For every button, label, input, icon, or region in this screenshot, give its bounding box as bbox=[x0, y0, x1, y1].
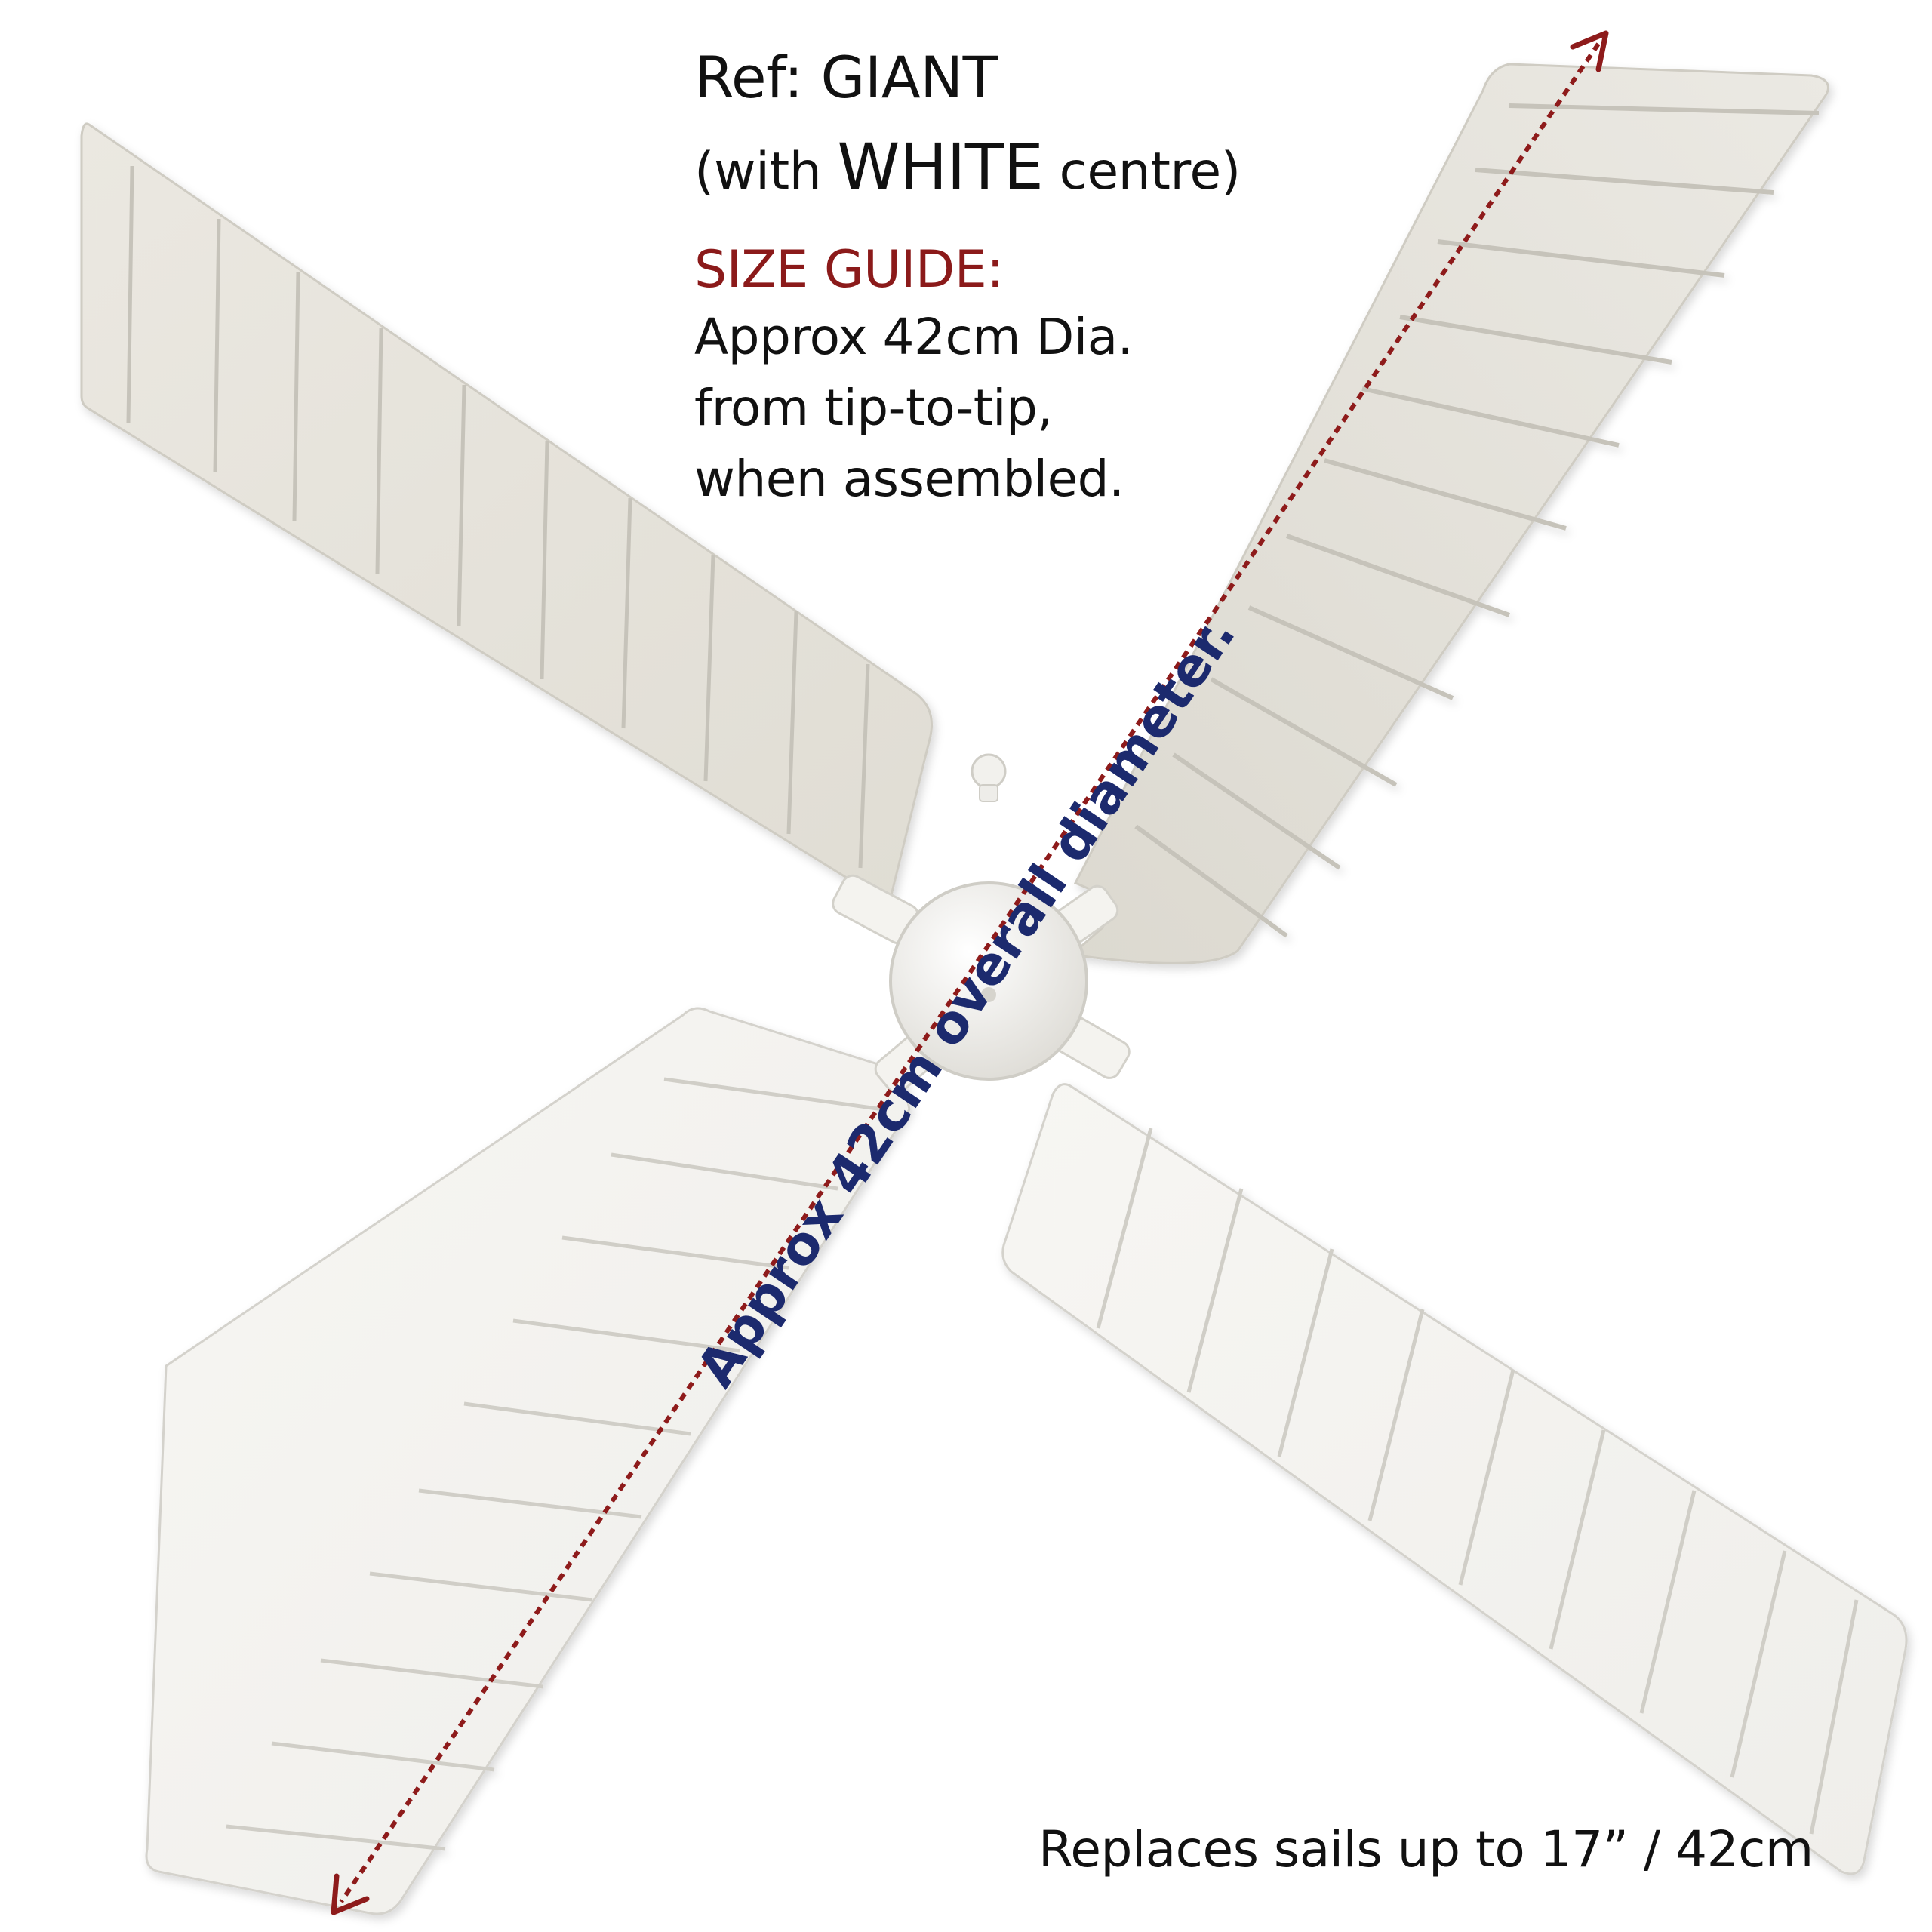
product-subtitle: (with WHITE centre) bbox=[694, 130, 1241, 204]
size-guide-line: when assembled. bbox=[694, 450, 1124, 508]
loose-peg bbox=[971, 753, 1007, 802]
sail-bottom-right bbox=[1001, 1083, 1908, 1875]
size-guide-line: Approx 42cm Dia. bbox=[694, 308, 1134, 366]
sail-ribs bbox=[126, 165, 870, 869]
subtitle-emphasis: WHITE bbox=[837, 130, 1044, 204]
size-guide-line: from tip-to-tip, bbox=[694, 379, 1053, 437]
sail-top-right bbox=[1069, 63, 1829, 964]
sail-bottom-left bbox=[145, 1007, 911, 1915]
sail-ribs bbox=[1134, 103, 1820, 938]
sail-ribs bbox=[226, 1077, 884, 1851]
diameter-arrow bbox=[331, 30, 1609, 1915]
sail-top-left bbox=[80, 122, 934, 900]
size-guide-heading: SIZE GUIDE: bbox=[694, 240, 1004, 300]
product-ref-title: Ref: GIANT bbox=[694, 44, 998, 111]
replacement-note: Replaces sails up to 17” / 42cm bbox=[1038, 1820, 1814, 1878]
sail-ribs bbox=[1096, 1128, 1859, 1835]
subtitle-open: (with bbox=[694, 142, 822, 202]
white-centre-hub bbox=[889, 881, 1088, 1081]
subtitle-close: centre) bbox=[1059, 142, 1241, 202]
